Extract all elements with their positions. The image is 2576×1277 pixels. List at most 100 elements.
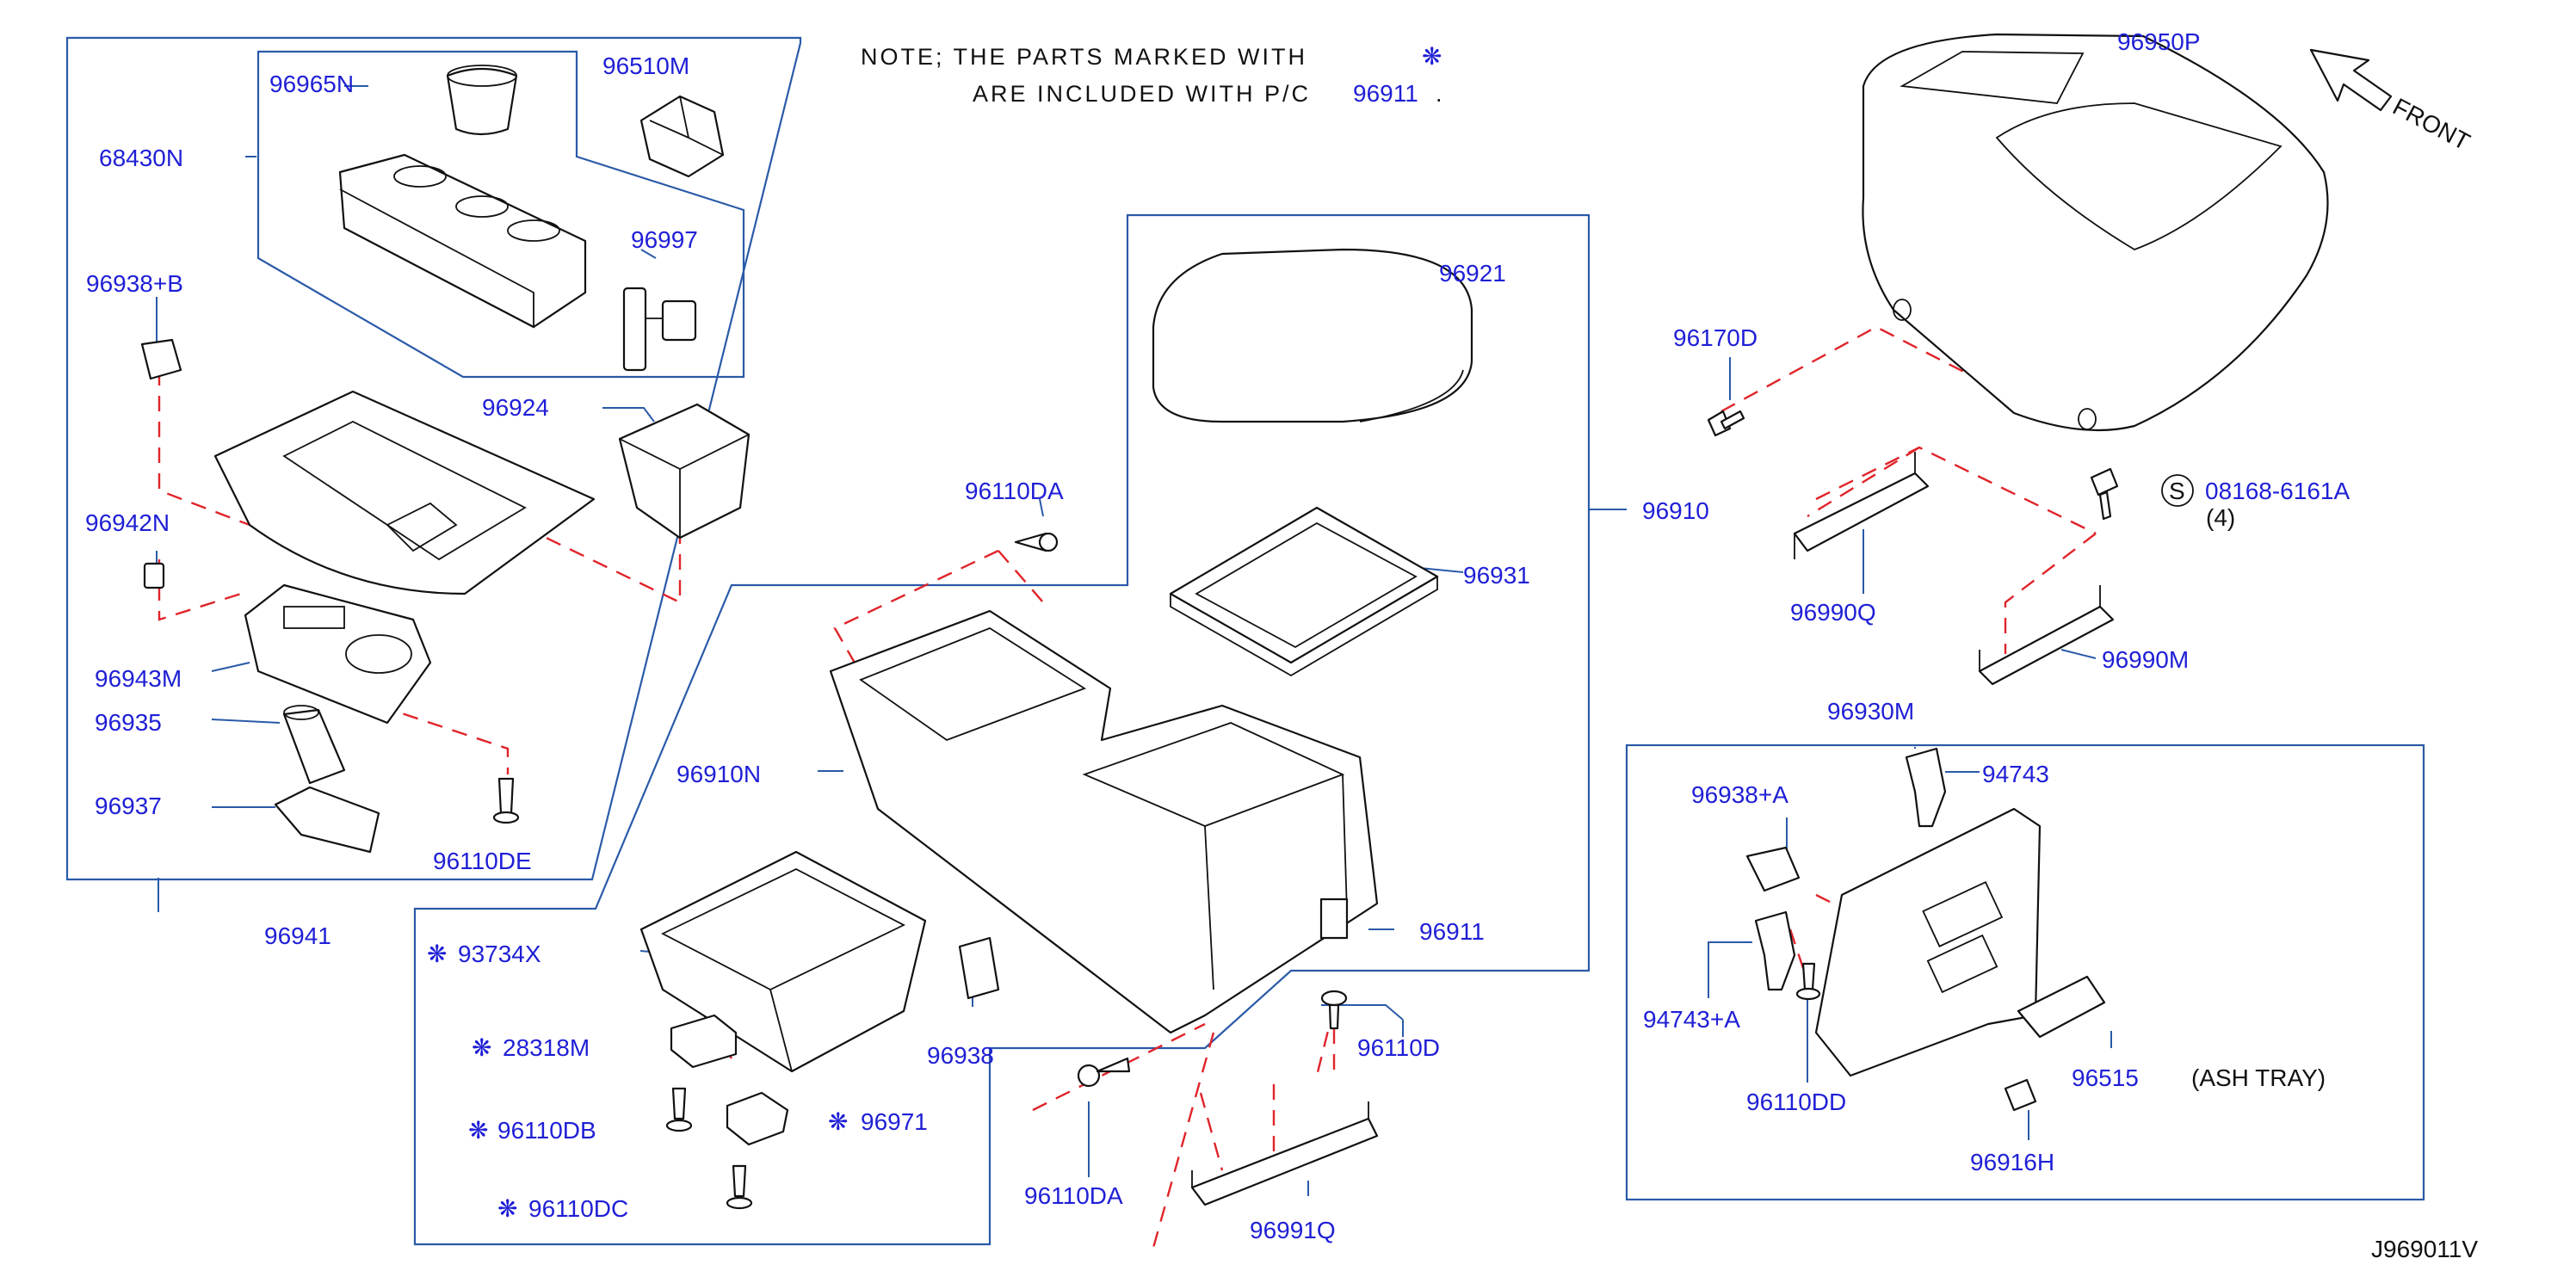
label-96911: 96911 [1419,918,1485,945]
bolt-96170D-icon [1707,410,1745,437]
front-label: FRONT [2388,93,2474,156]
screw-96110DB-icon [665,1087,693,1132]
shift-bezel-96943M-icon [244,583,432,725]
label-96997: 96997 [631,226,698,253]
label-93734X: 93734X [458,941,541,967]
label-96110DA-bottom: 96110DA [1024,1182,1123,1209]
label-96937: 96937 [95,793,162,819]
screw-96110DA-bottom-icon [1077,1057,1131,1088]
screw-96110DC-icon [726,1164,753,1210]
storage-pocket-96924-icon [618,403,751,540]
connector-28318M-icon [670,1014,738,1069]
label-96110DC: 96110DC [528,1195,628,1222]
plate-96937-icon [274,786,380,854]
screw-96110DD-icon [1795,962,1821,1001]
box-68430N-group [256,50,745,379]
shift-boot-96935-icon [282,705,346,785]
label-96110DE: 96110DE [433,848,532,874]
label-96942N: 96942N [85,509,170,536]
note-line-2: ARE INCLUDED WITH P/C [973,81,1311,107]
label-96916H: 96916H [1970,1149,2054,1175]
ash-tray-96515-icon [2017,975,2106,1039]
label-96991Q: 96991Q [1250,1217,1336,1243]
cup-holder-insert-icon [446,65,518,136]
bolt-08168-icon [2090,467,2119,521]
console-body-96910N-icon [829,609,1379,1034]
ash-tray-caption: (ASH TRAY) [2191,1064,2326,1091]
label-08168-6161A: 08168-6161A [2205,478,2350,504]
bracket-96911-icon [1319,898,1349,940]
part-illustrations [140,33,2329,1210]
label-94743: 94743 [1982,761,2049,787]
mark-96971: ❋ [828,1108,848,1135]
label-96930M: 96930M [1827,698,1914,725]
label-96110DB: 96110DB [497,1117,596,1144]
bracket-96990M-icon [1978,585,2115,686]
clip-96938A-icon [1745,846,1801,892]
armrest-cover-96950P-icon [1862,33,2329,432]
label-96110D: 96110D [1357,1034,1440,1061]
label-96910: 96910 [1642,497,1709,524]
label-96921: 96921 [1439,260,1506,287]
bracket-96990Q-icon [1793,452,1930,559]
lid-inner-tray-96931-icon [1169,506,1439,677]
label-96110DA-top: 96110DA [965,478,1064,504]
label-96910N: 96910N [676,761,761,787]
box-96930M-group [1625,743,2425,1201]
diagram-code: J969011V [2371,1236,2478,1262]
label-28318M: 28318M [503,1034,590,1061]
mark-96110DB: ❋ [468,1117,488,1144]
label-96924: 96924 [482,394,549,421]
label-96110DD: 96110DD [1746,1089,1846,1115]
screw-96110DE-icon [492,777,520,824]
standard-part-symbol: S [2169,478,2185,504]
label-96931: 96931 [1463,562,1530,589]
label-96990M: 96990M [2102,646,2189,673]
clip-96938-icon [958,936,1000,1000]
console-lid-96921-icon [1152,248,1473,423]
clip-96938B-icon [140,338,182,380]
part-labels: 96965N 96510M 68430N 96997 96938+B 96924… [85,28,2478,1262]
console-finisher-icon [213,390,596,595]
label-96990Q: 96990Q [1790,599,1876,626]
switch-96997-icon [622,287,697,372]
cup-holder-tray-icon [338,153,587,329]
bolt-96110D-icon [1320,990,1348,1030]
label-96943M: 96943M [95,665,182,692]
rear-finisher-96930M-icon [1814,807,2042,1077]
socket-96971-icon [726,1091,789,1146]
screw-96110DA-top-icon [1014,532,1059,552]
label-68430N: 68430N [99,145,183,171]
label-94743A: 94743+A [1643,1006,1740,1033]
bracket-96510M-icon [639,95,725,178]
note-line-1: NOTE; THE PARTS MARKED WITH [861,44,1307,70]
box-96910-group [413,213,1591,1246]
mark-93734X: ❋ [427,941,447,967]
label-96938A: 96938+A [1691,781,1788,808]
parts-note: NOTE; THE PARTS MARKED WITH ❋ ARE INCLUD… [861,43,1445,107]
front-arrow-icon [2309,48,2393,112]
clip-96942N-icon [143,562,165,589]
label-96965N: 96965N [269,71,354,97]
label-96938B: 96938+B [86,270,183,297]
front-direction-indicator: FRONT [2309,48,2474,156]
bracket-96991Q-icon [1190,1101,1379,1206]
label-96950P: 96950P [2117,28,2201,55]
label-08168-quantity: (4) [2206,504,2235,531]
switch-94743A-icon [1754,910,1796,991]
mark-28318M: ❋ [472,1034,491,1061]
part-96916H-icon [2004,1078,2037,1112]
switch-94743-icon [1905,747,1947,828]
note-line-2-end: . [1436,81,1445,107]
standard-part-symbol-icon [2161,474,2194,507]
label-96971: 96971 [861,1108,928,1135]
note-part-number: 96911 [1353,80,1418,107]
note-mark-symbol: ❋ [1422,43,1442,70]
label-96941: 96941 [264,922,331,949]
mark-96110DC: ❋ [497,1195,517,1222]
label-96515: 96515 [2072,1064,2139,1091]
label-96935: 96935 [95,709,162,736]
label-96170D: 96170D [1673,324,1757,351]
label-96510M: 96510M [602,52,689,79]
